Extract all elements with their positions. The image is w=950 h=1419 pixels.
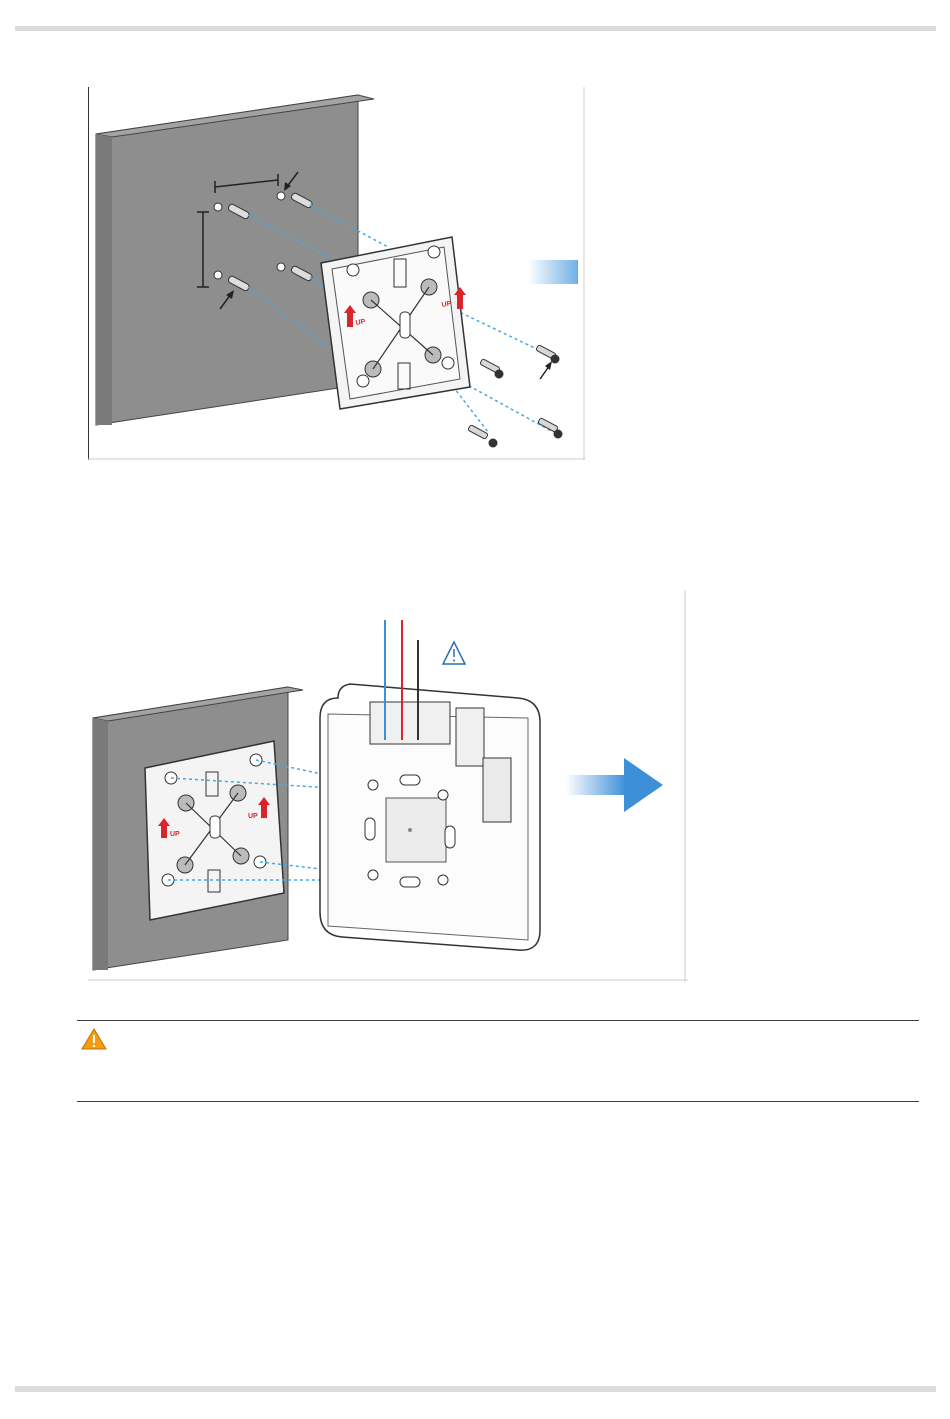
header-rule xyxy=(15,26,936,31)
up-label-left: UP xyxy=(170,831,180,838)
figure-bracket-mounting: UP UP xyxy=(88,87,585,460)
next-step-arrow xyxy=(528,260,578,284)
access-point-device xyxy=(320,684,540,950)
up-label-right: UP xyxy=(248,813,258,820)
caution-notice xyxy=(77,1020,919,1102)
figure-ap-attach: UP UP xyxy=(88,590,688,982)
caution-icon xyxy=(443,642,465,664)
footer-rule xyxy=(15,1386,936,1392)
screws xyxy=(468,345,562,447)
next-step-arrow xyxy=(566,758,663,812)
warning-triangle-icon xyxy=(81,1028,107,1050)
mounting-bracket: UP UP xyxy=(321,237,470,409)
mounting-bracket: UP UP xyxy=(145,741,284,920)
